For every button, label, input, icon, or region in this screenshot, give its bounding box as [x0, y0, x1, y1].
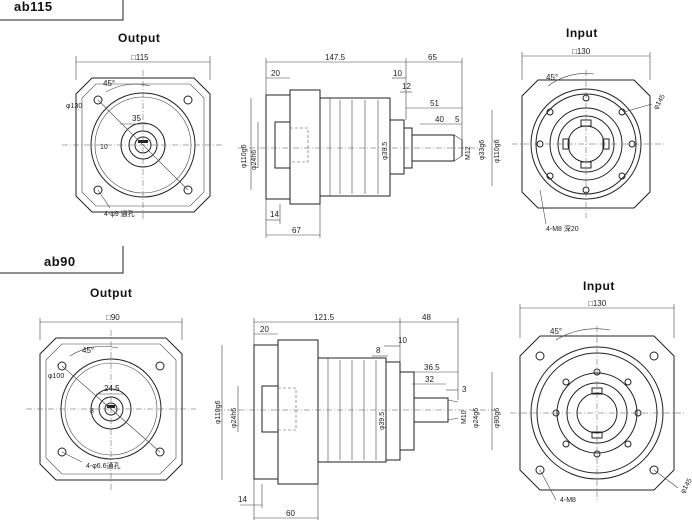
dim-key: 10: [100, 144, 108, 151]
bolt-hole: [93, 185, 103, 195]
bolt-hole: [93, 95, 103, 105]
dim-flange: 20: [271, 69, 280, 78]
dim-angle: 45°: [103, 79, 115, 88]
dim-d8: 8: [376, 346, 381, 355]
dim-input-angle: 45°: [550, 327, 562, 336]
dim-bolt-circle: φ100: [48, 373, 64, 380]
dim-d32: 32: [425, 375, 434, 384]
dim-angle: 45°: [82, 346, 94, 355]
input-view: Input □130: [510, 279, 692, 504]
dim-total: 121.5: [314, 313, 335, 322]
flange-outline: [39, 337, 183, 481]
input-label: Input: [566, 26, 598, 40]
dim-input-square: □130: [572, 47, 591, 56]
dim-d10: 10: [393, 69, 402, 78]
dim-d60: 60: [286, 509, 295, 518]
output-label: Output: [118, 31, 160, 45]
input-label: Input: [583, 279, 615, 293]
dim-square: □90: [106, 313, 120, 322]
dim-input-angle: 45°: [546, 73, 558, 82]
bolt-hole: [535, 351, 545, 361]
dim-neck: φ39.5: [379, 412, 386, 430]
model-label: ab115: [14, 0, 53, 14]
bolt-hole: [183, 95, 193, 105]
bolt-hole: [546, 172, 554, 180]
dim-m10: M10: [461, 410, 468, 424]
input-flange: [519, 335, 675, 491]
flange-outline: [75, 77, 211, 213]
dim-d40: 40: [435, 115, 444, 124]
bolt-hole: [57, 361, 67, 371]
bolt-hole: [183, 185, 193, 195]
section-ab90: ab90 Output □90 45° φ100: [0, 246, 692, 520]
gear-housing: [319, 97, 391, 197]
model-label: ab90: [44, 254, 76, 269]
output-flange: [265, 94, 291, 200]
dim-key: 8: [90, 408, 94, 415]
output-flange: [253, 344, 279, 480]
dim-shaft: φ24g6: [473, 408, 480, 428]
output-front-view: Output □115 45°: [62, 31, 222, 220]
bolt-hole: [618, 172, 626, 180]
dim-pilot: φ24h6: [231, 408, 238, 428]
dim-right: 48: [422, 313, 431, 322]
model-tab-frame: [0, 0, 124, 21]
dim-input-holes: 4-M8 深20: [546, 224, 579, 233]
dim-offset: 35: [132, 114, 141, 123]
model-tab-frame: [0, 246, 124, 274]
dim-d14: 14: [270, 210, 279, 219]
dim-d14: 14: [238, 495, 247, 504]
dim-holes: 4-φ9 通孔: [104, 209, 135, 218]
dim-d36: 36.5: [424, 363, 440, 372]
dim-d67: 67: [292, 226, 301, 235]
dim-bolt-circle: φ130: [66, 103, 82, 110]
bolt-hole: [155, 447, 165, 457]
dim-total: 147.5: [325, 53, 346, 62]
dim-d5: 5: [455, 115, 460, 124]
output-label: Output: [90, 286, 132, 300]
dim-shaft: φ33g6: [479, 140, 486, 160]
bolt-hole: [546, 108, 554, 116]
dim-pilot: φ24h6: [251, 150, 258, 170]
dim-outer: φ90g6: [494, 408, 501, 428]
bolt-hole: [155, 361, 165, 371]
dim-square: □115: [131, 53, 149, 62]
dim-m12: M12: [465, 146, 472, 160]
dim-right: 65: [428, 53, 437, 62]
dim-d10: 10: [398, 336, 407, 345]
dim-neck: φ39.5: [382, 142, 389, 160]
dim-holes: 4-φ6.6通孔: [86, 461, 121, 470]
input-view: Input □130 45°: [512, 26, 667, 233]
section-ab115: ab115 Output □115: [0, 0, 667, 238]
dim-d12: 12: [402, 82, 411, 91]
dim-input-square: □130: [588, 299, 607, 308]
bolt-hole: [57, 447, 67, 457]
output-front-view: Output □90 45° φ100 24.5 8: [26, 286, 196, 490]
dim-bore: φ110g6: [241, 144, 248, 168]
bolt-hole: [535, 465, 545, 475]
dim-input-bolt-circle: φ145: [680, 477, 692, 495]
bolt-hole: [649, 351, 659, 361]
dim-d3: 3: [462, 385, 467, 394]
dim-flange: 20: [260, 325, 269, 334]
side-view: 121.5 48 20 10 8 36.5 32 3 φ110g6 φ24h6: [215, 313, 501, 520]
input-flange: [521, 79, 651, 209]
dim-left-bore: φ110g6: [494, 139, 501, 163]
dim-d51: 51: [430, 99, 439, 108]
side-view: 147.5 65 20 10 12 51 40 5 φ110g6 φ24h6: [238, 53, 501, 238]
dim-bore: φ110g6: [215, 400, 222, 424]
dim-offset: 24.5: [104, 384, 120, 393]
bolt-hole: [649, 465, 659, 475]
dim-input-holes: 4-M8: [560, 497, 576, 504]
dim-input-bolt-circle: φ145: [653, 93, 667, 111]
